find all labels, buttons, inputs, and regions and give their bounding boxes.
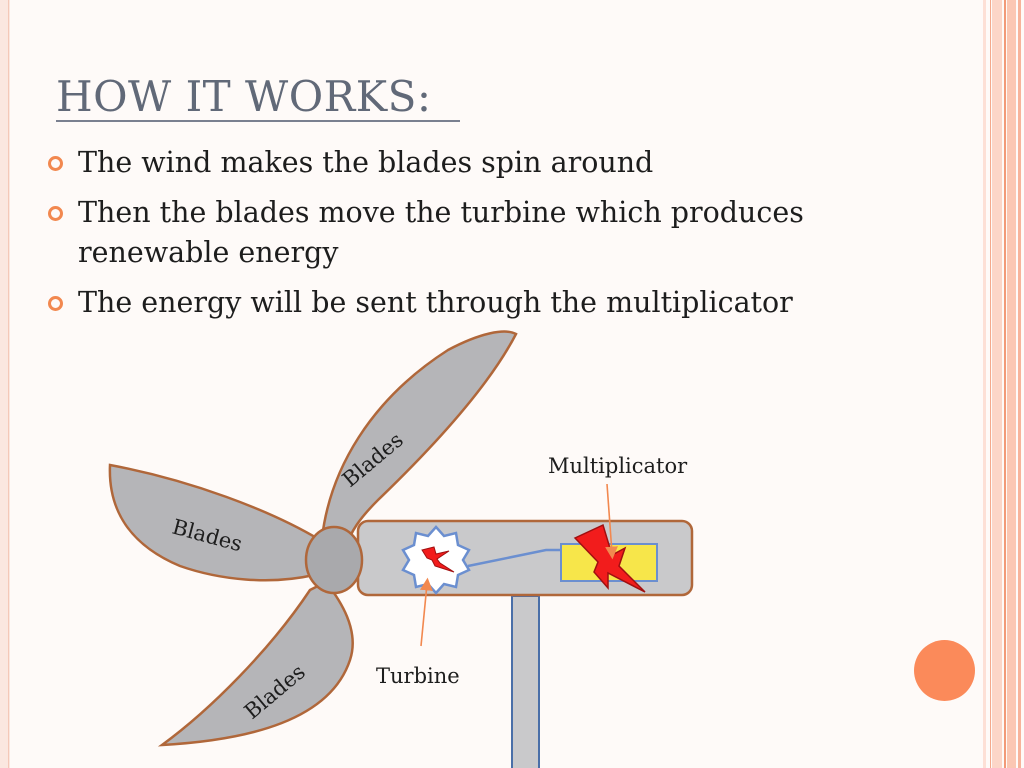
bullet-text: The energy will be sent through the mult… xyxy=(78,286,793,319)
bullet-item: The wind makes the blades spin around xyxy=(46,143,906,183)
bullet-ring-icon xyxy=(48,206,63,221)
bullet-text: Then the blades move the turbine which p… xyxy=(78,196,804,269)
decorative-circle xyxy=(914,640,975,701)
blade-top xyxy=(320,330,518,550)
blade-bottom xyxy=(157,580,354,747)
left-border-stripe xyxy=(0,0,10,768)
bullet-ring-icon xyxy=(48,296,63,311)
right-border-frame xyxy=(976,0,1024,768)
turbine-label: Turbine xyxy=(376,664,460,688)
title-underline xyxy=(56,120,460,122)
bullet-item: Then the blades move the turbine which p… xyxy=(46,193,906,273)
bullet-item: The energy will be sent through the mult… xyxy=(46,283,906,323)
multiplicator-label: Multiplicator xyxy=(548,454,688,478)
hub xyxy=(304,525,364,595)
turbine-arrow xyxy=(420,577,433,647)
bullet-text: The wind makes the blades spin around xyxy=(78,146,654,179)
multiplicator-arrow xyxy=(605,483,618,560)
bullet-list: The wind makes the blades spin around Th… xyxy=(46,143,906,333)
lightning-bolt-icon xyxy=(421,546,455,573)
blade-left xyxy=(108,463,322,582)
bullet-ring-icon xyxy=(48,156,63,171)
connector-wire xyxy=(467,548,561,568)
tower xyxy=(511,595,540,768)
page-title: HOW IT WORKS: xyxy=(56,72,432,121)
turbine-gear-icon xyxy=(401,525,471,595)
